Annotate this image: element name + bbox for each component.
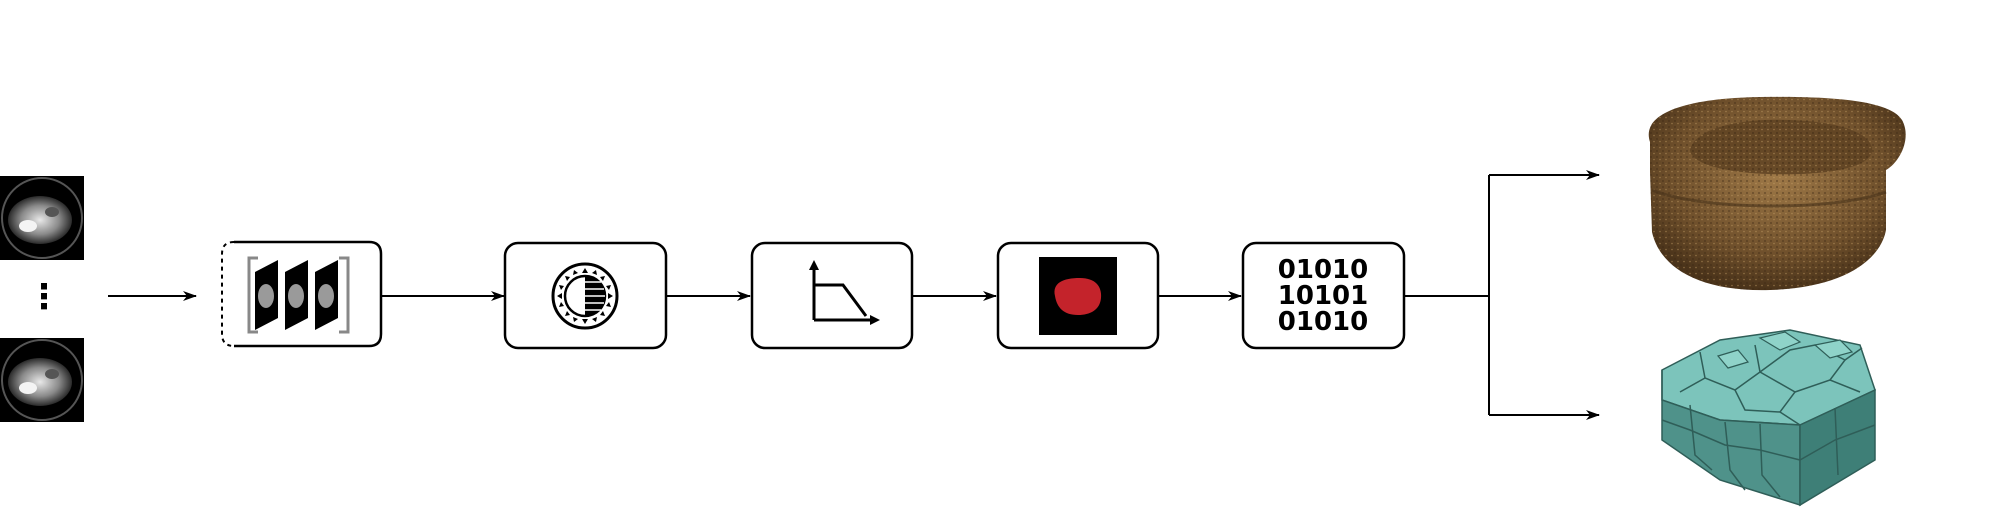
binary-line-2: 10101 [1278,281,1368,311]
filter-box [503,241,668,350]
binary-data-icon: 01010 10101 01010 [1278,255,1368,337]
circular-filter-icon [551,262,619,330]
ct-slice-bottom [0,338,84,422]
3d-volume-render [1648,96,1906,291]
threshold-curve-icon [809,260,880,325]
input-ellipsis: ⋮ [27,277,61,317]
stack-box [221,240,383,348]
threshold-box [750,241,914,350]
ct-slice-top [0,176,84,260]
stacked-slices-icon [247,256,350,334]
segment-box [996,241,1160,350]
binary-line-3: 01010 [1278,307,1368,337]
export-box: 01010 10101 01010 [1241,241,1406,350]
binary-line-1: 01010 [1278,255,1368,285]
3d-polyhedral-mesh [1661,329,1876,507]
segmentation-mask-icon [1039,257,1117,335]
output-branch [1404,170,1600,420]
